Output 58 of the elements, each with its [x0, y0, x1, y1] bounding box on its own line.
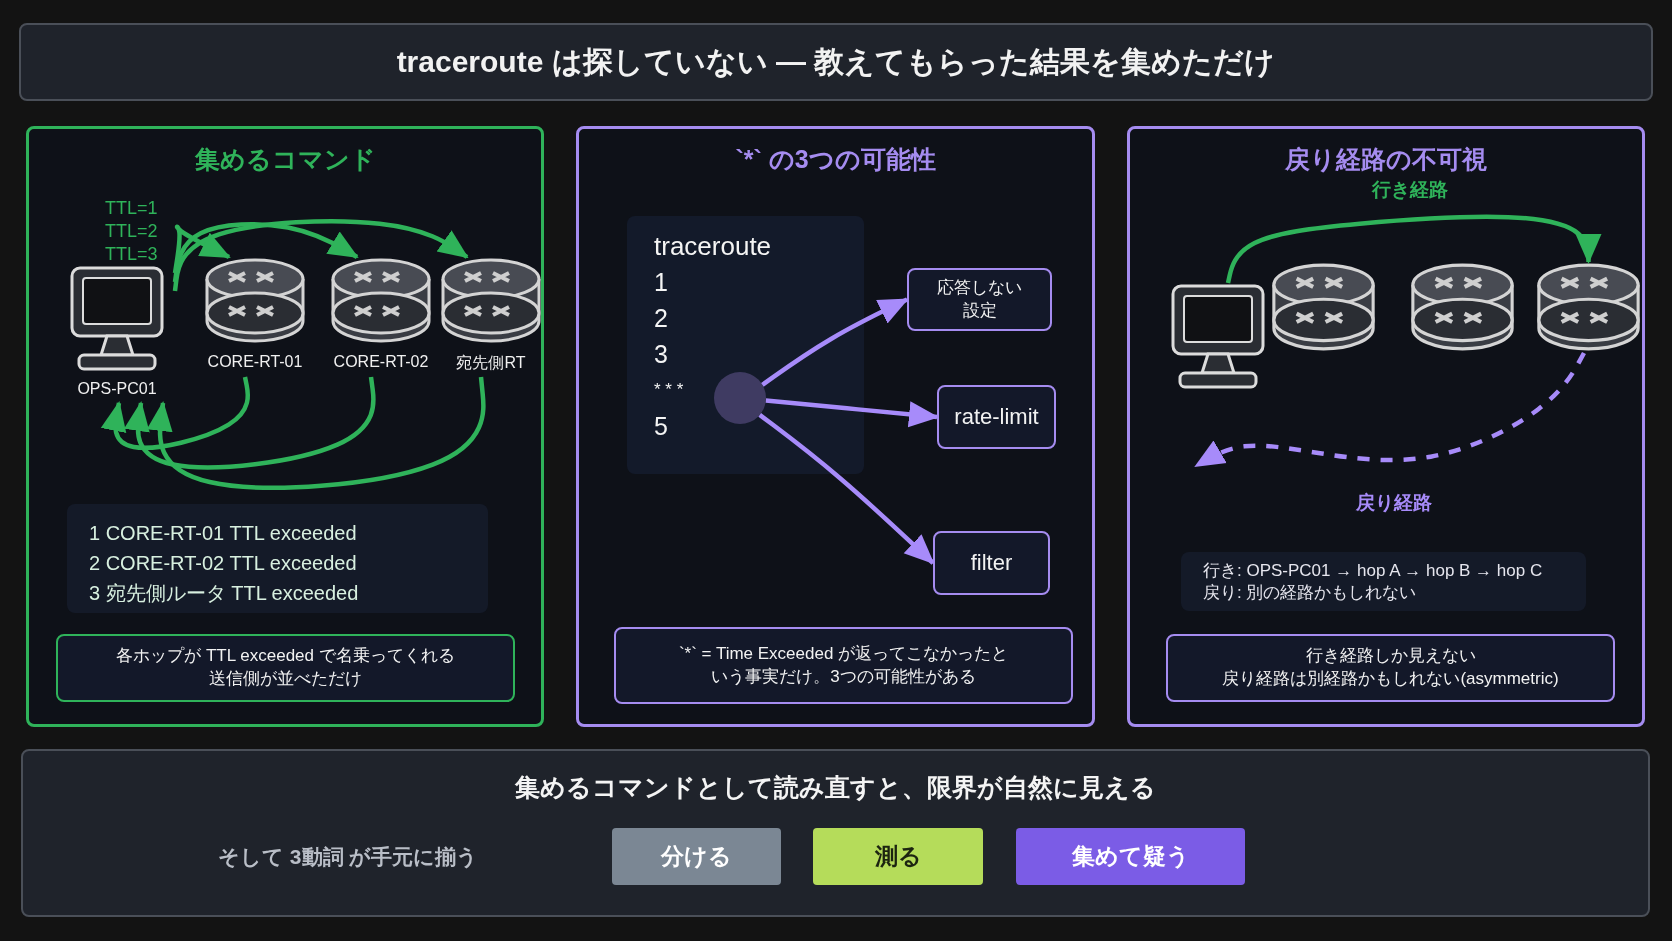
note-box [1166, 634, 1615, 702]
title: traceroute は探していない — 教えてもらった結果を集めただけ [396, 43, 1276, 80]
note-text: 各ホップが TTL exceeded で名乗ってくれる送信側が並べただけ [115, 645, 456, 690]
verb-button: 分ける [612, 828, 781, 885]
arrow [1225, 214, 1602, 284]
status-dot [714, 372, 766, 424]
panel-card [1127, 126, 1645, 727]
cause-box [937, 385, 1056, 449]
arrow [100, 376, 251, 450]
output-line: 2 CORE-RT-02 TTL exceeded [89, 551, 357, 576]
summary-heading: 集めるコマンドとして読み直すと、限界が自然に見える [514, 772, 1157, 803]
info-line: 行き: OPS-PC01 → hop A → hop B → hop C [1203, 560, 1543, 582]
terminal-line: 2 [654, 303, 668, 334]
cause-label: 応答しない設定 [936, 276, 1023, 322]
arrow [761, 297, 909, 387]
summary-panel [21, 749, 1650, 917]
panel-heading: 戻り経路の不可視 [1284, 144, 1488, 175]
arrow [765, 398, 939, 428]
output-line: 1 CORE-RT-01 TTL exceeded [89, 521, 357, 546]
summary-text: そして 3動詞 が手元に揃う [218, 844, 479, 871]
note-text: `*` = Time Exceeded が返ってこなかったという事実だけ。3つの可能性がある [677, 642, 1010, 688]
info-line: 戻り: 別の経路かもしれない [1203, 582, 1417, 604]
arrow [758, 413, 935, 565]
terminal-line: 5 [654, 411, 668, 442]
device-label: OPS-PC01 [76, 380, 158, 398]
arrow [146, 376, 486, 490]
note-box [614, 627, 1073, 704]
cause-box [907, 268, 1052, 331]
device-label: 宛先側RT [455, 353, 527, 373]
terminal-line: traceroute [654, 230, 772, 263]
ttl-label: TTL=2 [105, 221, 158, 242]
device-label: CORE-RT-01 [206, 353, 304, 371]
panel-heading: 集めるコマンド [193, 144, 377, 175]
dashed-arrow [1194, 351, 1586, 468]
cause-label: filter [969, 549, 1014, 578]
note-text: 行き経路しか見えない戻り経路は別経路かもしれない(asymmetric) [1221, 645, 1560, 690]
arrow [172, 221, 359, 283]
note-box [56, 634, 515, 702]
edge-label: 行き経路 [1370, 178, 1449, 202]
edge-label: 戻り経路 [1355, 491, 1433, 515]
terminal-panel [627, 216, 864, 474]
panel-card [26, 126, 544, 727]
terminal-line: * * * [654, 379, 684, 401]
cause-label: rate-limit [953, 403, 1040, 432]
panel-card [576, 126, 1095, 727]
arrow [172, 219, 469, 292]
panel-heading: `*` の3つの可能性 [734, 144, 937, 175]
output-line: 3 宛先側ルータ TTL exceeded [89, 581, 359, 606]
ttl-label: TTL=3 [105, 244, 158, 265]
terminal-line: 3 [654, 339, 668, 370]
device-label: CORE-RT-02 [332, 353, 430, 371]
cause-box [933, 531, 1050, 595]
terminal-line: 1 [654, 267, 668, 298]
verb-button: 測る [813, 828, 983, 885]
verb-button: 集めて疑う [1016, 828, 1245, 885]
arrow [124, 376, 376, 470]
ttl-label: TTL=1 [105, 198, 158, 219]
arrow [172, 225, 231, 274]
